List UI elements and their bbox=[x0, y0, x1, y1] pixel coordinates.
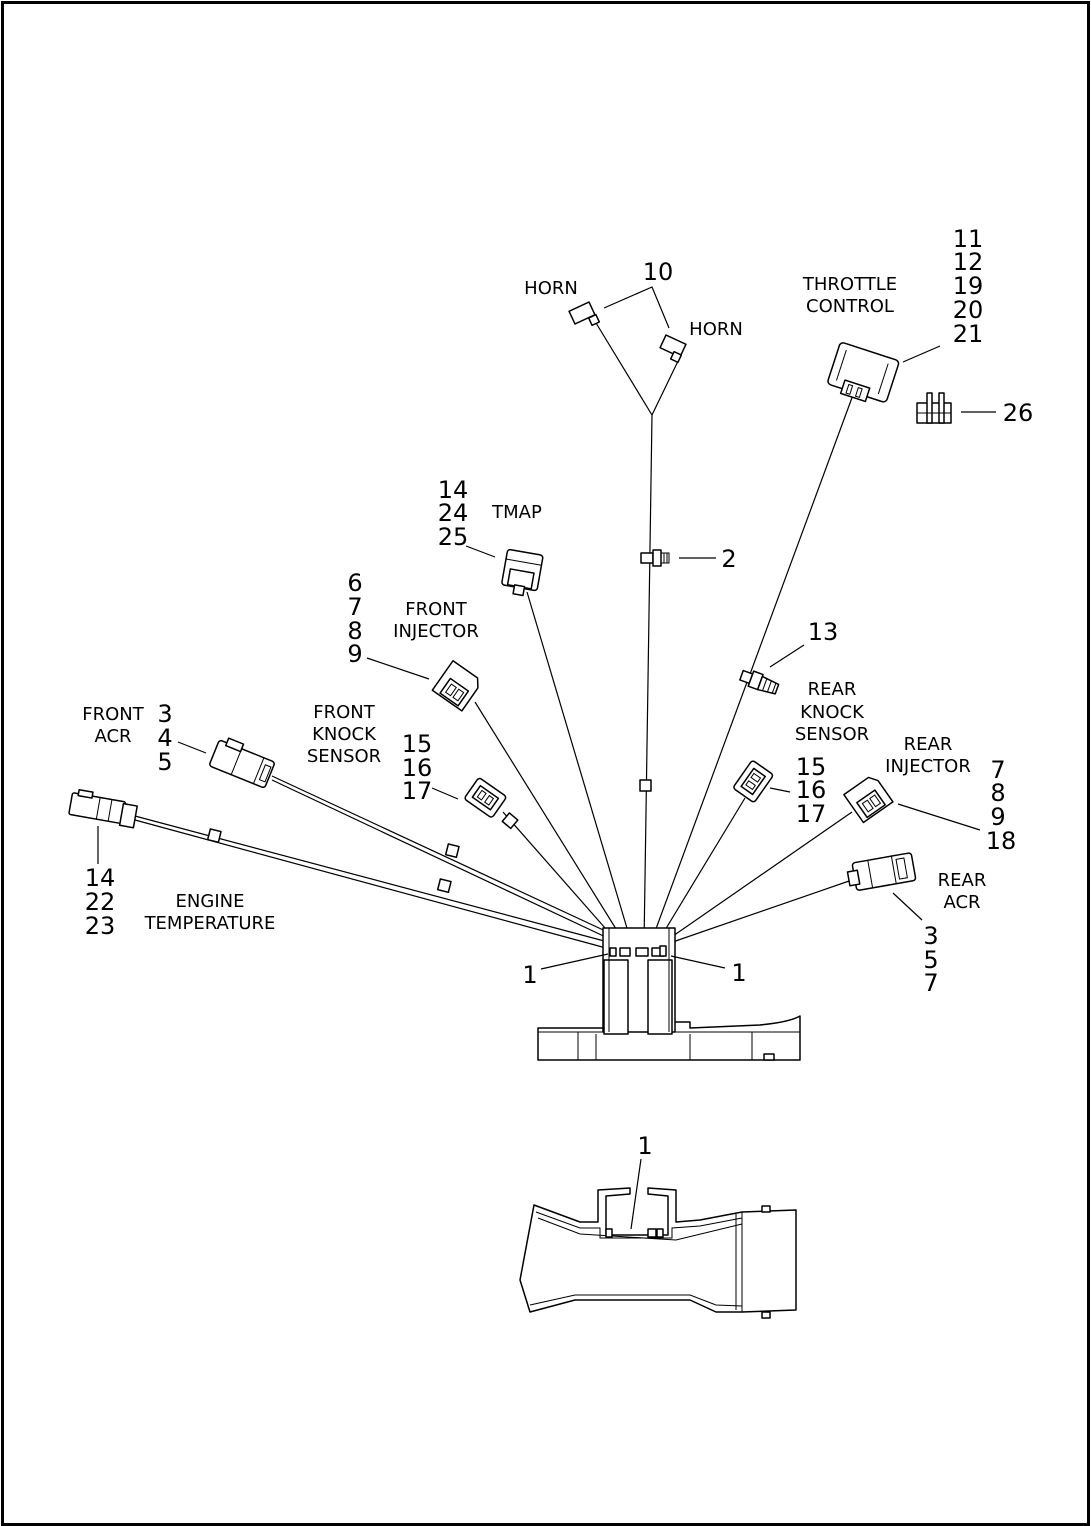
callout-clip-2: 2 bbox=[721, 545, 736, 573]
callout-throttle-3: 19 bbox=[953, 272, 984, 300]
label-tmap: TMAP bbox=[491, 502, 542, 523]
rear-injector-connector bbox=[843, 776, 894, 824]
callout-throttle-1: 11 bbox=[953, 225, 984, 253]
callout-tie-right: 1 bbox=[731, 959, 746, 987]
tmap-connector bbox=[501, 548, 544, 597]
tape-marker bbox=[639, 779, 652, 792]
callout-throttle-5: 21 bbox=[953, 320, 984, 348]
label-front-injector-line2: INJECTOR bbox=[393, 621, 479, 642]
horn-branch-wire bbox=[592, 317, 681, 417]
tape-marker bbox=[436, 878, 452, 894]
component-labels: HORN HORN THROTTLE CONTROL TMAP FRONT IN… bbox=[82, 274, 986, 934]
tape-marker bbox=[501, 812, 519, 830]
engine-temp-connector bbox=[68, 788, 138, 829]
callout-rear-acr-2: 5 bbox=[923, 946, 938, 974]
callout-rear-knock-1: 15 bbox=[796, 753, 827, 781]
harness-bracket bbox=[537, 927, 801, 1061]
label-horn-left: HORN bbox=[524, 278, 578, 299]
front-injector-wire bbox=[474, 701, 627, 946]
label-rear-knock-line3: SENSOR bbox=[795, 724, 869, 745]
callout-front-acr-3: 5 bbox=[157, 748, 172, 776]
tmap-wire bbox=[526, 591, 633, 946]
horn-connector-left bbox=[568, 301, 601, 327]
callout-tie-left: 1 bbox=[522, 961, 537, 989]
rear-knock-wire bbox=[655, 797, 746, 946]
callout-rear-injector-3: 9 bbox=[990, 803, 1005, 831]
callout-engine-temp-2: 22 bbox=[85, 888, 116, 916]
callout-rear-injector-4: 18 bbox=[986, 827, 1017, 855]
callout-front-acr-2: 4 bbox=[157, 724, 172, 752]
callout-rear-acr-3: 7 bbox=[923, 969, 938, 997]
callout-tmap-1: 14 bbox=[438, 476, 469, 504]
label-horn-right: HORN bbox=[689, 319, 743, 340]
callout-throttle-4: 20 bbox=[953, 296, 984, 324]
rear-acr-connector bbox=[846, 852, 917, 891]
front-knock-wire bbox=[502, 811, 621, 946]
rear-injector-wire bbox=[659, 811, 853, 946]
label-engine-temp-line1: ENGINE bbox=[176, 891, 245, 912]
callout-front-injector-2: 7 bbox=[347, 593, 362, 621]
callout-rear-injector-1: 7 bbox=[990, 756, 1005, 784]
callout-horn: 10 bbox=[643, 258, 674, 286]
callout-rear-knock-2: 16 bbox=[796, 776, 827, 804]
label-throttle-line1: THROTTLE bbox=[802, 274, 897, 295]
label-front-knock-line2: KNOCK bbox=[312, 724, 377, 745]
rear-knock-connector bbox=[733, 760, 774, 803]
front-acr-wire-2 bbox=[271, 775, 615, 936]
front-acr-connector bbox=[209, 737, 275, 789]
label-front-knock-line3: SENSOR bbox=[307, 746, 381, 767]
callout-tmap-2: 24 bbox=[438, 499, 469, 527]
tape-marker bbox=[444, 843, 460, 859]
label-rear-knock-line1: REAR bbox=[808, 679, 857, 700]
label-front-acr-line2: ACR bbox=[94, 726, 131, 747]
label-rear-injector-line1: REAR bbox=[904, 734, 953, 755]
callout-front-knock-1: 15 bbox=[402, 730, 433, 758]
clip-13 bbox=[739, 669, 780, 695]
label-rear-injector-line2: INJECTOR bbox=[885, 756, 971, 777]
clip-2 bbox=[640, 549, 670, 567]
label-throttle-line2: CONTROL bbox=[806, 296, 894, 317]
front-knock-connector bbox=[464, 777, 507, 818]
horn-trunk-wire bbox=[643, 414, 653, 946]
callout-engine-temp-3: 23 bbox=[85, 912, 116, 940]
rear-acr-wire bbox=[663, 879, 853, 946]
callout-tmap-3: 25 bbox=[438, 523, 469, 551]
front-injector-connector bbox=[431, 660, 479, 712]
label-front-knock-line1: FRONT bbox=[313, 702, 375, 723]
throttle-control-connector bbox=[827, 342, 900, 403]
callout-rear-acr-1: 3 bbox=[923, 922, 938, 950]
detail-bracket bbox=[519, 1187, 797, 1319]
harness-wires bbox=[134, 317, 854, 949]
callout-front-knock-3: 17 bbox=[402, 777, 433, 805]
front-acr-wire bbox=[271, 779, 613, 941]
callout-engine-temp-1: 14 bbox=[85, 864, 116, 892]
callout-detail: 1 bbox=[637, 1132, 652, 1160]
callout-clip-26: 26 bbox=[1003, 399, 1034, 427]
horn-connector-right bbox=[659, 334, 687, 364]
callout-rear-knock-3: 17 bbox=[796, 800, 827, 828]
clip-26 bbox=[916, 392, 952, 424]
callout-front-acr-1: 3 bbox=[157, 700, 172, 728]
label-front-acr-line1: FRONT bbox=[82, 704, 144, 725]
callout-front-injector-3: 8 bbox=[347, 617, 362, 645]
callout-clip-13: 13 bbox=[808, 618, 839, 646]
callout-numbers: 10 11 12 19 20 21 26 14 24 25 2 6 7 8 9 … bbox=[85, 225, 1034, 1160]
callout-rear-injector-2: 8 bbox=[990, 779, 1005, 807]
label-rear-acr-line2: ACR bbox=[943, 892, 980, 913]
callout-front-knock-2: 16 bbox=[402, 754, 433, 782]
callout-front-injector-1: 6 bbox=[347, 569, 362, 597]
label-engine-temp-line2: TEMPERATURE bbox=[144, 913, 276, 934]
label-front-injector-line1: FRONT bbox=[405, 599, 467, 620]
tape-marker bbox=[206, 828, 222, 844]
throttle-wire bbox=[649, 394, 854, 946]
label-rear-knock-line2: KNOCK bbox=[800, 702, 865, 723]
label-rear-acr-line1: REAR bbox=[938, 870, 987, 891]
callout-front-injector-4: 9 bbox=[347, 640, 362, 668]
callout-throttle-2: 12 bbox=[953, 248, 984, 276]
leader-lines bbox=[97, 286, 996, 1230]
